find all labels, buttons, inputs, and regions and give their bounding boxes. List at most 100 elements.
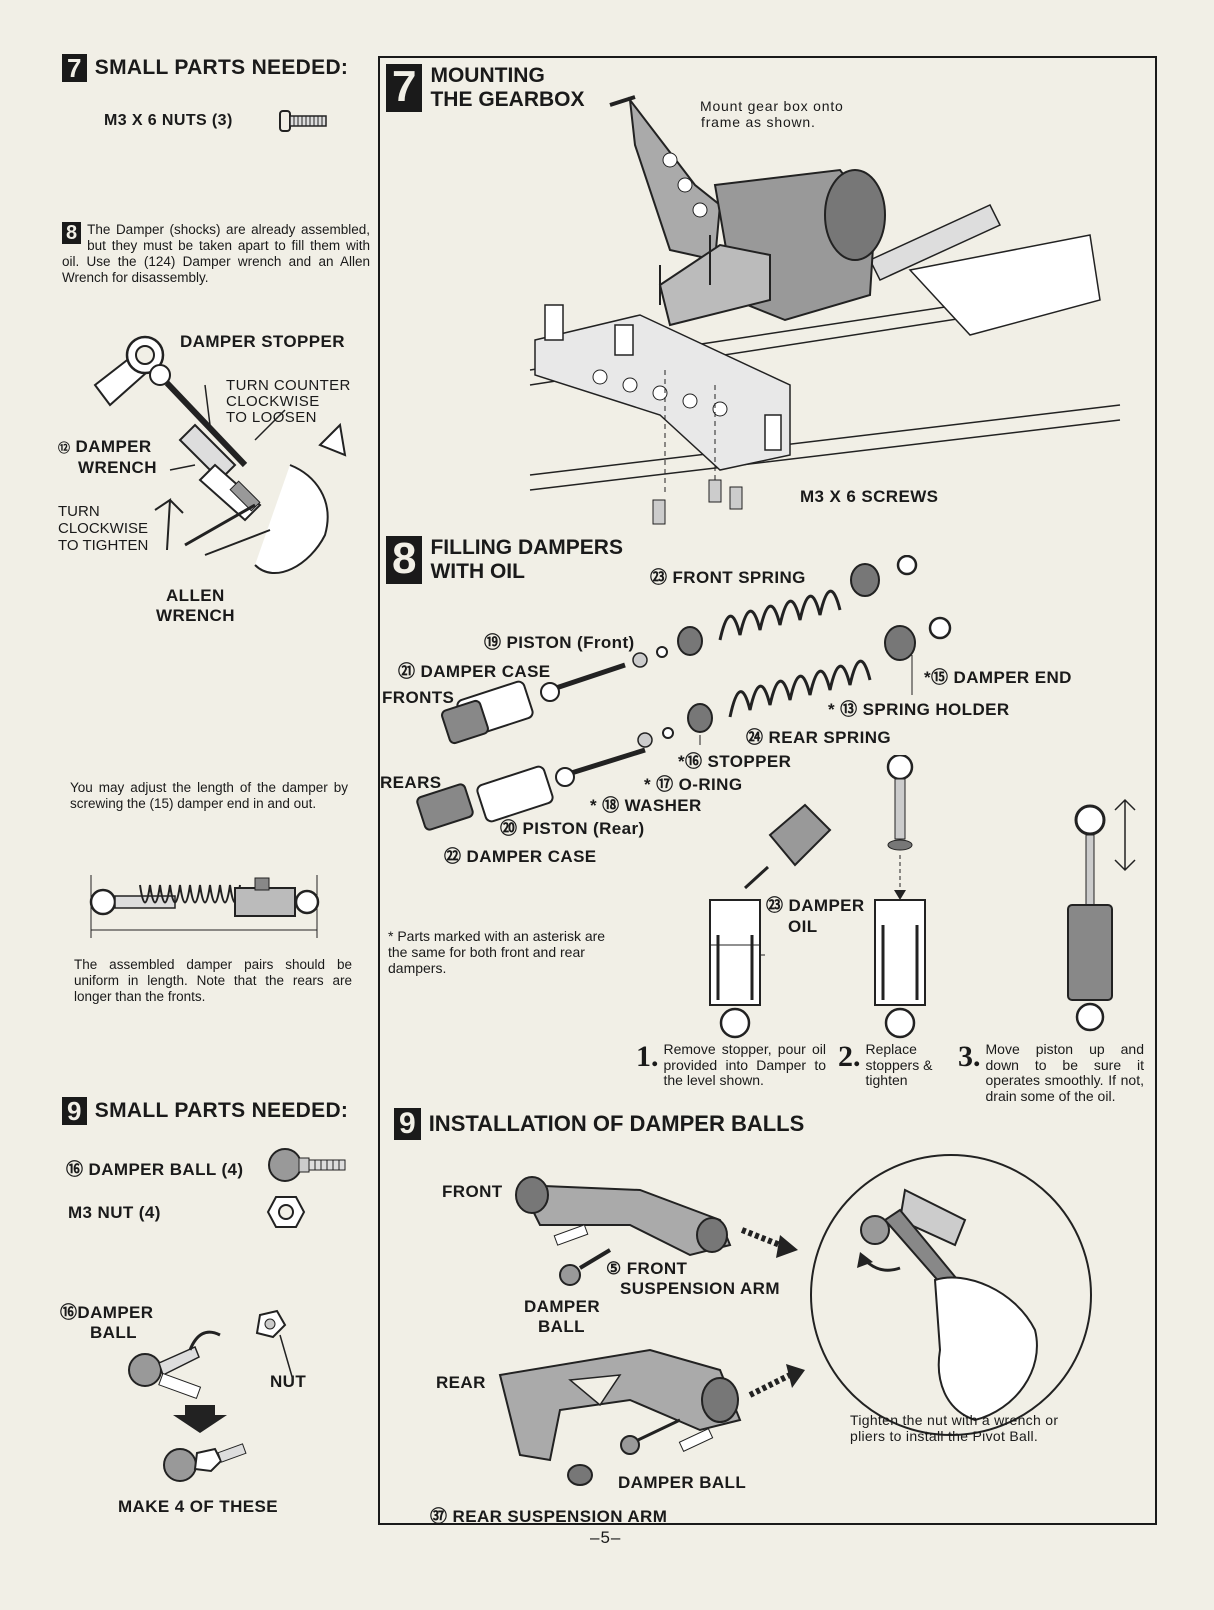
rear-label: REAR	[436, 1373, 486, 1392]
damper-ball-icon	[268, 1148, 346, 1182]
uniform-length-text: The assembled damper pairs should be uni…	[74, 957, 352, 1004]
tighten-line1: Tighten the nut with a wrench or	[850, 1412, 1059, 1428]
asterisk-note: * Parts marked with an asterisk are the …	[388, 928, 606, 976]
s8-title-line1: FILLING DAMPERS	[430, 536, 623, 559]
suspension-arms-illustration	[480, 1150, 805, 1490]
step-2: 2. Replace stoppers & tighten	[838, 1040, 948, 1089]
turn-counter-line3: TO LOOSEN	[226, 409, 317, 426]
turn-clockwise-label: TURN CLOCKWISE TO TIGHTEN	[58, 503, 148, 554]
damper-wrench-label: ⑫ DAMPER WRENCH	[58, 437, 157, 478]
s7-parts-heading: 7 SMALL PARTS NEEDED:	[62, 54, 348, 82]
turn-cw-line1: TURN	[58, 503, 100, 520]
allen-line1: ALLEN	[166, 586, 225, 605]
s7-title-line2: THE GEARBOX	[430, 88, 585, 111]
damper-wrench-num: ⑫	[58, 441, 71, 455]
s9-install-heading: 9 INSTALLATION OF DAMPER BALLS	[394, 1108, 804, 1140]
wrench-closeup-illustration	[810, 1154, 1092, 1436]
m3x6-nuts-label: M3 X 6 NUTS (3)	[104, 112, 233, 129]
adjust-length-text: You may adjust the length of the damper …	[70, 780, 348, 811]
damper-end-label: *⑮ DAMPER END	[924, 668, 1072, 687]
damper-wrench-line2: WRENCH	[78, 458, 157, 477]
damper-stopper-label: DAMPER STOPPER	[180, 332, 345, 351]
turn-counter-line1: TURN COUNTER	[226, 377, 351, 394]
page-number: –5–	[590, 1528, 622, 1547]
step-3: 3. Move piston up and down to be sure it…	[958, 1040, 1145, 1104]
s9-parts-title: SMALL PARTS NEEDED:	[94, 1099, 349, 1122]
s7-mounting-title: MOUNTING THE GEARBOX	[430, 64, 584, 112]
rear-spring-label: ㉔ REAR SPRING	[746, 728, 891, 747]
damper-oil-line1: ㉓ DAMPER	[766, 896, 865, 915]
damper-exploded-illustration	[416, 555, 952, 831]
turn-counter-line2: CLOCKWISE	[226, 393, 320, 410]
damper-ball-rear-label: DAMPER BALL	[618, 1473, 747, 1492]
mount-text-line1: Mount gear box onto	[700, 98, 844, 114]
gearbox-frame-illustration	[529, 95, 1121, 525]
s8-intro: 8 The Damper (shocks) are already assemb…	[62, 222, 370, 286]
mount-text-line2: frame as shown.	[701, 114, 816, 130]
db-front-line1: DAMPER	[524, 1297, 601, 1316]
hex-nut-icon	[266, 1196, 306, 1228]
turn-counter-label: TURN COUNTER CLOCKWISE TO LOOSEN	[226, 378, 351, 426]
turn-cw-line3: TO TIGHTEN	[58, 537, 149, 554]
db-label-line2: BALL	[90, 1323, 137, 1342]
damper-case-21-label: ㉑ DAMPER CASE	[398, 662, 551, 681]
mount-instruction: Mount gear box onto frame as shown.	[700, 98, 844, 130]
assembled-damper-illustration	[89, 875, 320, 938]
tighten-nut-text: Tighten the nut with a wrench or pliers …	[850, 1412, 1058, 1444]
m3-nut-label: M3 NUT (4)	[68, 1203, 161, 1222]
s8-title-line2: WITH OIL	[430, 560, 525, 583]
s8-small-number: 8	[62, 222, 82, 244]
nut-label: NUT	[270, 1372, 307, 1391]
s7-number: 7	[62, 54, 87, 82]
rear-suspension-arm-label: ㊲ REAR SUSPENSION ARM	[430, 1507, 668, 1526]
piston-front-label: ⑲ PISTON (Front)	[484, 633, 635, 652]
fronts-label: FRONTS	[382, 688, 455, 707]
spring-holder-label: * ⑬ SPRING HOLDER	[828, 700, 1010, 719]
step1-number: 1.	[636, 1040, 659, 1073]
screw-icon	[279, 110, 327, 132]
allen-wrench-label: ALLEN WRENCH	[156, 586, 235, 626]
oring-label: * ⑰ O-RING	[644, 775, 743, 794]
instruction-box	[378, 56, 1157, 1525]
s9-big-number: 9	[394, 1108, 421, 1140]
db-label-line1: ⑯DAMPER	[60, 1303, 154, 1322]
m3x6-screws-label: M3 X 6 SCREWS	[800, 487, 939, 506]
rears-label: REARS	[380, 773, 442, 792]
damper-case-22-label: ㉒ DAMPER CASE	[444, 847, 597, 866]
make-4-label: MAKE 4 OF THESE	[118, 1497, 278, 1516]
damper-oil-line2: OIL	[788, 917, 818, 936]
washer-label: * ⑱ WASHER	[590, 796, 702, 815]
damper-ball-front-label: DAMPER BALL	[524, 1297, 600, 1337]
damper-wrench-line1: DAMPER	[75, 437, 152, 456]
s7-mounting-heading: 7 MOUNTING THE GEARBOX	[386, 64, 585, 112]
s8-filling-heading: 8 FILLING DAMPERS WITH OIL	[386, 536, 623, 584]
s8-filling-title: FILLING DAMPERS WITH OIL	[430, 536, 623, 584]
allen-line2: WRENCH	[156, 606, 235, 625]
front-arm-line2: SUSPENSION ARM	[620, 1279, 780, 1298]
s9-install-title: INSTALLATION OF DAMPER BALLS	[428, 1111, 805, 1136]
oil-filling-steps-illustration	[709, 755, 1136, 1039]
damper-oil-label: ㉓ DAMPER OIL	[766, 895, 865, 937]
db-front-line2: BALL	[538, 1317, 585, 1336]
step2-number: 2.	[838, 1040, 861, 1073]
step2-text: Replace stoppers & tighten	[865, 1041, 933, 1088]
front-suspension-arm-label: ⑤ FRONT SUSPENSION ARM	[606, 1259, 780, 1299]
s7-title-line1: MOUNTING	[430, 64, 545, 87]
s9-small-number: 9	[62, 1097, 87, 1125]
tighten-line2: pliers to install the Pivot Ball.	[850, 1428, 1039, 1444]
damper-ball-assembly-illustration	[128, 1309, 294, 1482]
piston-rear-label: ⑳ PISTON (Rear)	[500, 819, 645, 838]
front-arm-line1: ⑤ FRONT	[606, 1259, 688, 1278]
step3-text: Move piston up and down to be sure it op…	[985, 1041, 1145, 1104]
step3-number: 3.	[958, 1040, 981, 1073]
damper-wrench-illustration	[93, 335, 347, 575]
s7-big-number: 7	[386, 64, 423, 112]
s7-parts-title: SMALL PARTS NEEDED:	[94, 56, 349, 79]
stopper-label: *⑯ STOPPER	[678, 752, 792, 771]
turn-cw-line2: CLOCKWISE	[58, 520, 149, 537]
s9-parts-heading: 9 SMALL PARTS NEEDED:	[62, 1097, 348, 1125]
damper-ball-part-label: ⑯ DAMPER BALL (4)	[66, 1160, 244, 1179]
front-spring-label: ㉓ FRONT SPRING	[650, 568, 806, 587]
front-label: FRONT	[442, 1182, 503, 1201]
s8-intro-text: The Damper (shocks) are already assemble…	[62, 222, 370, 285]
